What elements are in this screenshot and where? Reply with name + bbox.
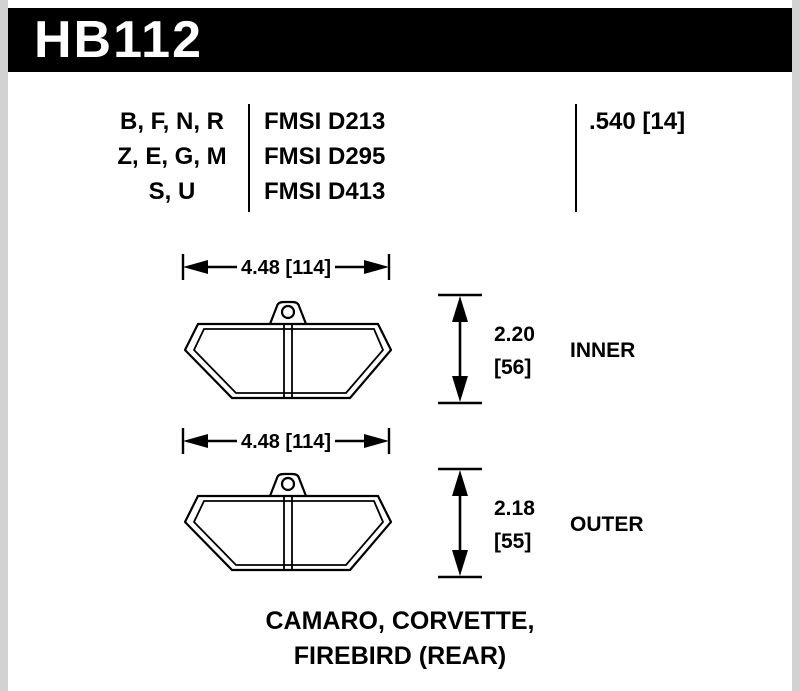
compound-row: S, U [148, 178, 196, 205]
part-number-bar: HB112 [8, 8, 792, 72]
brake-pad-outline-outer [184, 472, 392, 572]
fmsi-numbers-column: FMSI D213 FMSI D295 FMSI D413 [264, 104, 424, 209]
brake-pad-outline-inner [184, 300, 392, 400]
height-inches: 2.20 [494, 323, 535, 346]
brake-pad-drawing-outer [184, 470, 392, 574]
outer-height-value: 2.18 [55] [494, 492, 535, 558]
spec-table-divider-2 [575, 104, 577, 212]
width-dimension-arrow: 4.48 [114] [181, 254, 391, 280]
arrowhead-down-icon [452, 550, 468, 576]
arrowhead-down-icon [452, 376, 468, 402]
outer-width-dimension: 4.48 [114] [180, 426, 392, 456]
brake-pad-drawing-inner [184, 298, 392, 402]
height-dimension-arrow [438, 293, 482, 405]
height-inches: 2.18 [494, 497, 535, 520]
height-mm: [55] [494, 530, 532, 553]
arrowhead-right-icon [364, 434, 389, 448]
pad-inner-edge [192, 328, 385, 394]
part-number-text: HB112 [34, 11, 203, 69]
pad-thickness-value: .540 [14] [589, 108, 686, 135]
outer-height-dimension [436, 466, 484, 580]
pad-tab-hole [280, 476, 296, 492]
pad-outer-edge [184, 322, 392, 400]
arrowhead-right-icon [364, 260, 389, 274]
inner-pad-label: INNER [570, 339, 636, 362]
application-line-2: FIREBIRD (REAR) [293, 642, 507, 670]
fmsi-row: FMSI D295 [264, 143, 386, 170]
spec-table-divider-1 [248, 104, 250, 212]
height-mm: [56] [494, 356, 532, 379]
application-line-1: CAMARO, CORVETTE, [265, 607, 535, 635]
pad-tab [268, 300, 308, 325]
vehicle-application-text: CAMARO, CORVETTE, FIREBIRD (REAR) [0, 604, 800, 674]
pad-tab-hole [280, 304, 296, 320]
compound-row: B, F, N, R [119, 108, 224, 135]
pad-inner-edge [192, 500, 385, 566]
fmsi-row: FMSI D213 [264, 108, 386, 135]
arrowhead-up-icon [452, 296, 468, 322]
compound-codes-column: B, F, N, R Z, E, G, M S, U [103, 104, 241, 209]
width-dimension-text: 4.48 [114] [241, 431, 331, 453]
compound-row: Z, E, G, M [117, 143, 227, 170]
width-dimension-arrow: 4.48 [114] [181, 428, 391, 454]
left-edge-strip [0, 0, 8, 691]
inner-height-value: 2.20 [56] [494, 318, 535, 384]
width-dimension-text: 4.48 [114] [241, 257, 331, 279]
right-edge-strip [792, 0, 800, 691]
arrowhead-left-icon [183, 434, 208, 448]
pad-tab [268, 472, 308, 497]
fmsi-row: FMSI D413 [264, 178, 386, 205]
height-dimension-arrow [438, 467, 482, 579]
inner-width-dimension: 4.48 [114] [180, 252, 392, 282]
inner-height-dimension [436, 292, 484, 406]
pad-outer-edge [184, 494, 392, 572]
outer-pad-label: OUTER [570, 513, 644, 536]
arrowhead-up-icon [452, 470, 468, 496]
arrowhead-left-icon [183, 260, 208, 274]
